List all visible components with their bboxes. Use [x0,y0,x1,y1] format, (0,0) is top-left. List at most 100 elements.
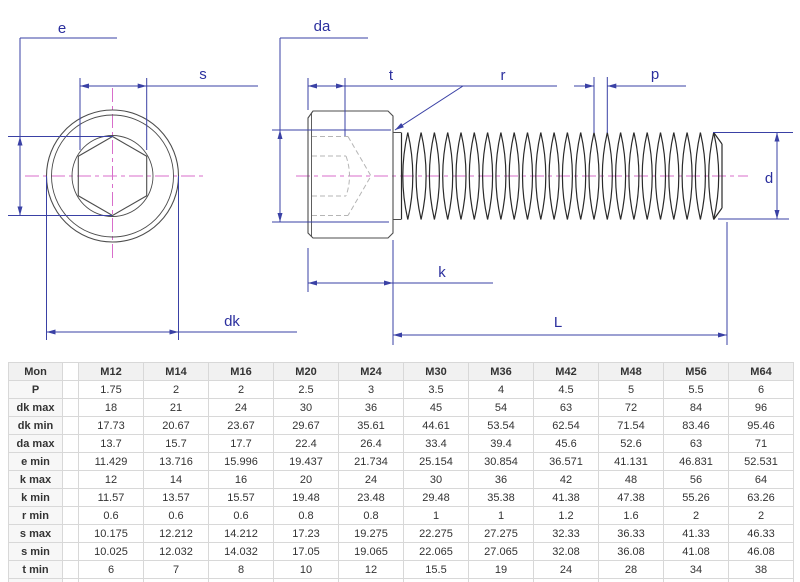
row-label [8,578,63,582]
table-cell: 72 [598,398,664,417]
table-cell: 27.275 [468,524,534,543]
column-header-m64: M64 [728,362,794,381]
table-cell: 64 [728,470,794,489]
row-label: k max [8,470,63,489]
column-header-m42: M42 [533,362,599,381]
table-cell: 19.275 [338,524,404,543]
table-cell: 1 [403,506,469,525]
row-label: k min [8,488,63,507]
table-cell: 2 [663,506,729,525]
table-cell: 14 [143,470,209,489]
table-cell: 10 [273,560,339,579]
thread-profile [400,132,720,220]
table-cell: 71 [728,434,794,453]
table-cell: 95.46 [728,416,794,435]
dim-label-s: s [199,66,207,83]
column-header-m30: M30 [403,362,469,381]
gap-cell [62,398,79,417]
table-cell: 34 [663,560,729,579]
gap-cell [62,488,79,507]
arrowhead-icon [393,332,402,338]
table-cell: 11.429 [78,452,144,471]
table-cell: 36.08 [598,542,664,561]
table-cell: 36.571 [533,452,599,471]
table-cell: 4.5 [533,380,599,399]
table-cell [208,578,274,582]
arrowhead-icon [17,136,23,146]
arrowhead-icon [395,123,404,130]
table-cell: 8 [208,560,274,579]
table-cell: 7 [143,560,209,579]
arrowhead-icon [774,210,780,219]
arrowhead-icon [277,130,283,139]
table-cell: 23.67 [208,416,274,435]
table-cell: 32.33 [533,524,599,543]
table-cell: 19 [468,560,534,579]
table-cell: 15.996 [208,452,274,471]
table-cell: 54 [468,398,534,417]
table-cell: 10.025 [78,542,144,561]
table-cell: 6 [78,560,144,579]
table-cell: 15.7 [143,434,209,453]
gap-cell [62,560,79,579]
table-cell [728,578,794,582]
arrowhead-icon [607,83,617,89]
table-cell [663,578,729,582]
table-cell: 27.065 [468,542,534,561]
table-cell: 32.08 [533,542,599,561]
table-cell: 0.6 [78,506,144,525]
table-cell: 14.212 [208,524,274,543]
row-label: r min [8,506,63,525]
table-cell: 25.154 [403,452,469,471]
table-cell: 11.57 [78,488,144,507]
table-cell: 29.67 [273,416,339,435]
hex-socket-hidden [312,136,372,216]
table-cell: 14.032 [208,542,274,561]
gap-cell [62,380,79,399]
table-cell: 24 [338,470,404,489]
arrowhead-icon [277,213,283,222]
table-cell: 1.2 [533,506,599,525]
table-cell: 52.6 [598,434,664,453]
table-cell: 19.065 [338,542,404,561]
table-cell: 0.8 [338,506,404,525]
arrowhead-icon [169,329,179,335]
table-cell: 12 [78,470,144,489]
table-cell: 46.831 [663,452,729,471]
table-cell: 0.6 [208,506,274,525]
table-cell [143,578,209,582]
table-cell: 17.73 [78,416,144,435]
table-cell: 5.5 [663,380,729,399]
table-cell: 16 [208,470,274,489]
table-cell: 35.61 [338,416,404,435]
column-header-m14: M14 [143,362,209,381]
table-cell [468,578,534,582]
table-cell: 2 [728,506,794,525]
table-cell: 5 [598,380,664,399]
table-cell: 56 [663,470,729,489]
table-cell: 24 [533,560,599,579]
gap-cell [62,578,79,582]
table-cell: 0.6 [143,506,209,525]
table-cell: 38 [728,560,794,579]
table-cell [598,578,664,582]
table-cell: 53.54 [468,416,534,435]
column-header-m24: M24 [338,362,404,381]
table-cell: 13.57 [143,488,209,507]
column-header-m20: M20 [273,362,339,381]
dimension-lines [8,37,793,345]
dim-label-e: e [58,20,66,37]
table-row-clipped [8,578,794,582]
threaded-shank [400,132,720,220]
row-label: dk min [8,416,63,435]
table-cell: 3 [338,380,404,399]
table-cell: 20 [273,470,339,489]
gap-cell [62,506,79,525]
dim-label-k: k [438,264,446,281]
shank-end-chamfer [713,132,723,220]
table-cell [403,578,469,582]
gap-cell [62,524,79,543]
